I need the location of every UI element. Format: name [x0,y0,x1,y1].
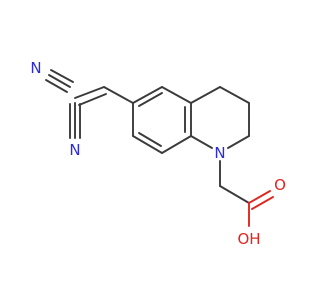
bond-ring-1 [132,86,163,104]
bond-vinyl-double-a [74,86,105,99]
bond-ring-2 [161,86,192,104]
bond-ch2-c [219,185,250,204]
bond-sat-2 [219,86,250,104]
bond-c-o-double-a [248,190,271,204]
bond-nitrile-top-2 [50,69,74,83]
bond-ring-5-inner [138,132,162,147]
bond-layer [45,69,274,227]
atom-nitrile-bottom-label: N [69,141,80,159]
bond-c-o-double-b [251,196,274,210]
bond-vinyl-ring [103,86,134,104]
bond-nitrile-top-1 [48,74,71,88]
atom-nitrile-top-label: N [30,59,41,77]
atom-ring-nitrogen-label: N [214,144,225,162]
bond-ring-4 [161,135,192,154]
bond-sat-1 [190,86,221,104]
bond-sat-4 [227,135,250,149]
molecule-structure: N N N O OH [30,59,286,248]
bond-sat-5 [190,135,213,149]
bond-ring-5 [132,135,163,154]
label-layer: N N N O OH [30,59,286,248]
bond-ring-1-inner [138,92,163,107]
atom-hydroxyl-label: OH [237,230,260,248]
bond-vinyl-double-b [78,93,107,106]
bond-nitrile-top-3 [45,79,68,93]
atom-carbonyl-oxygen-label: O [274,176,286,194]
